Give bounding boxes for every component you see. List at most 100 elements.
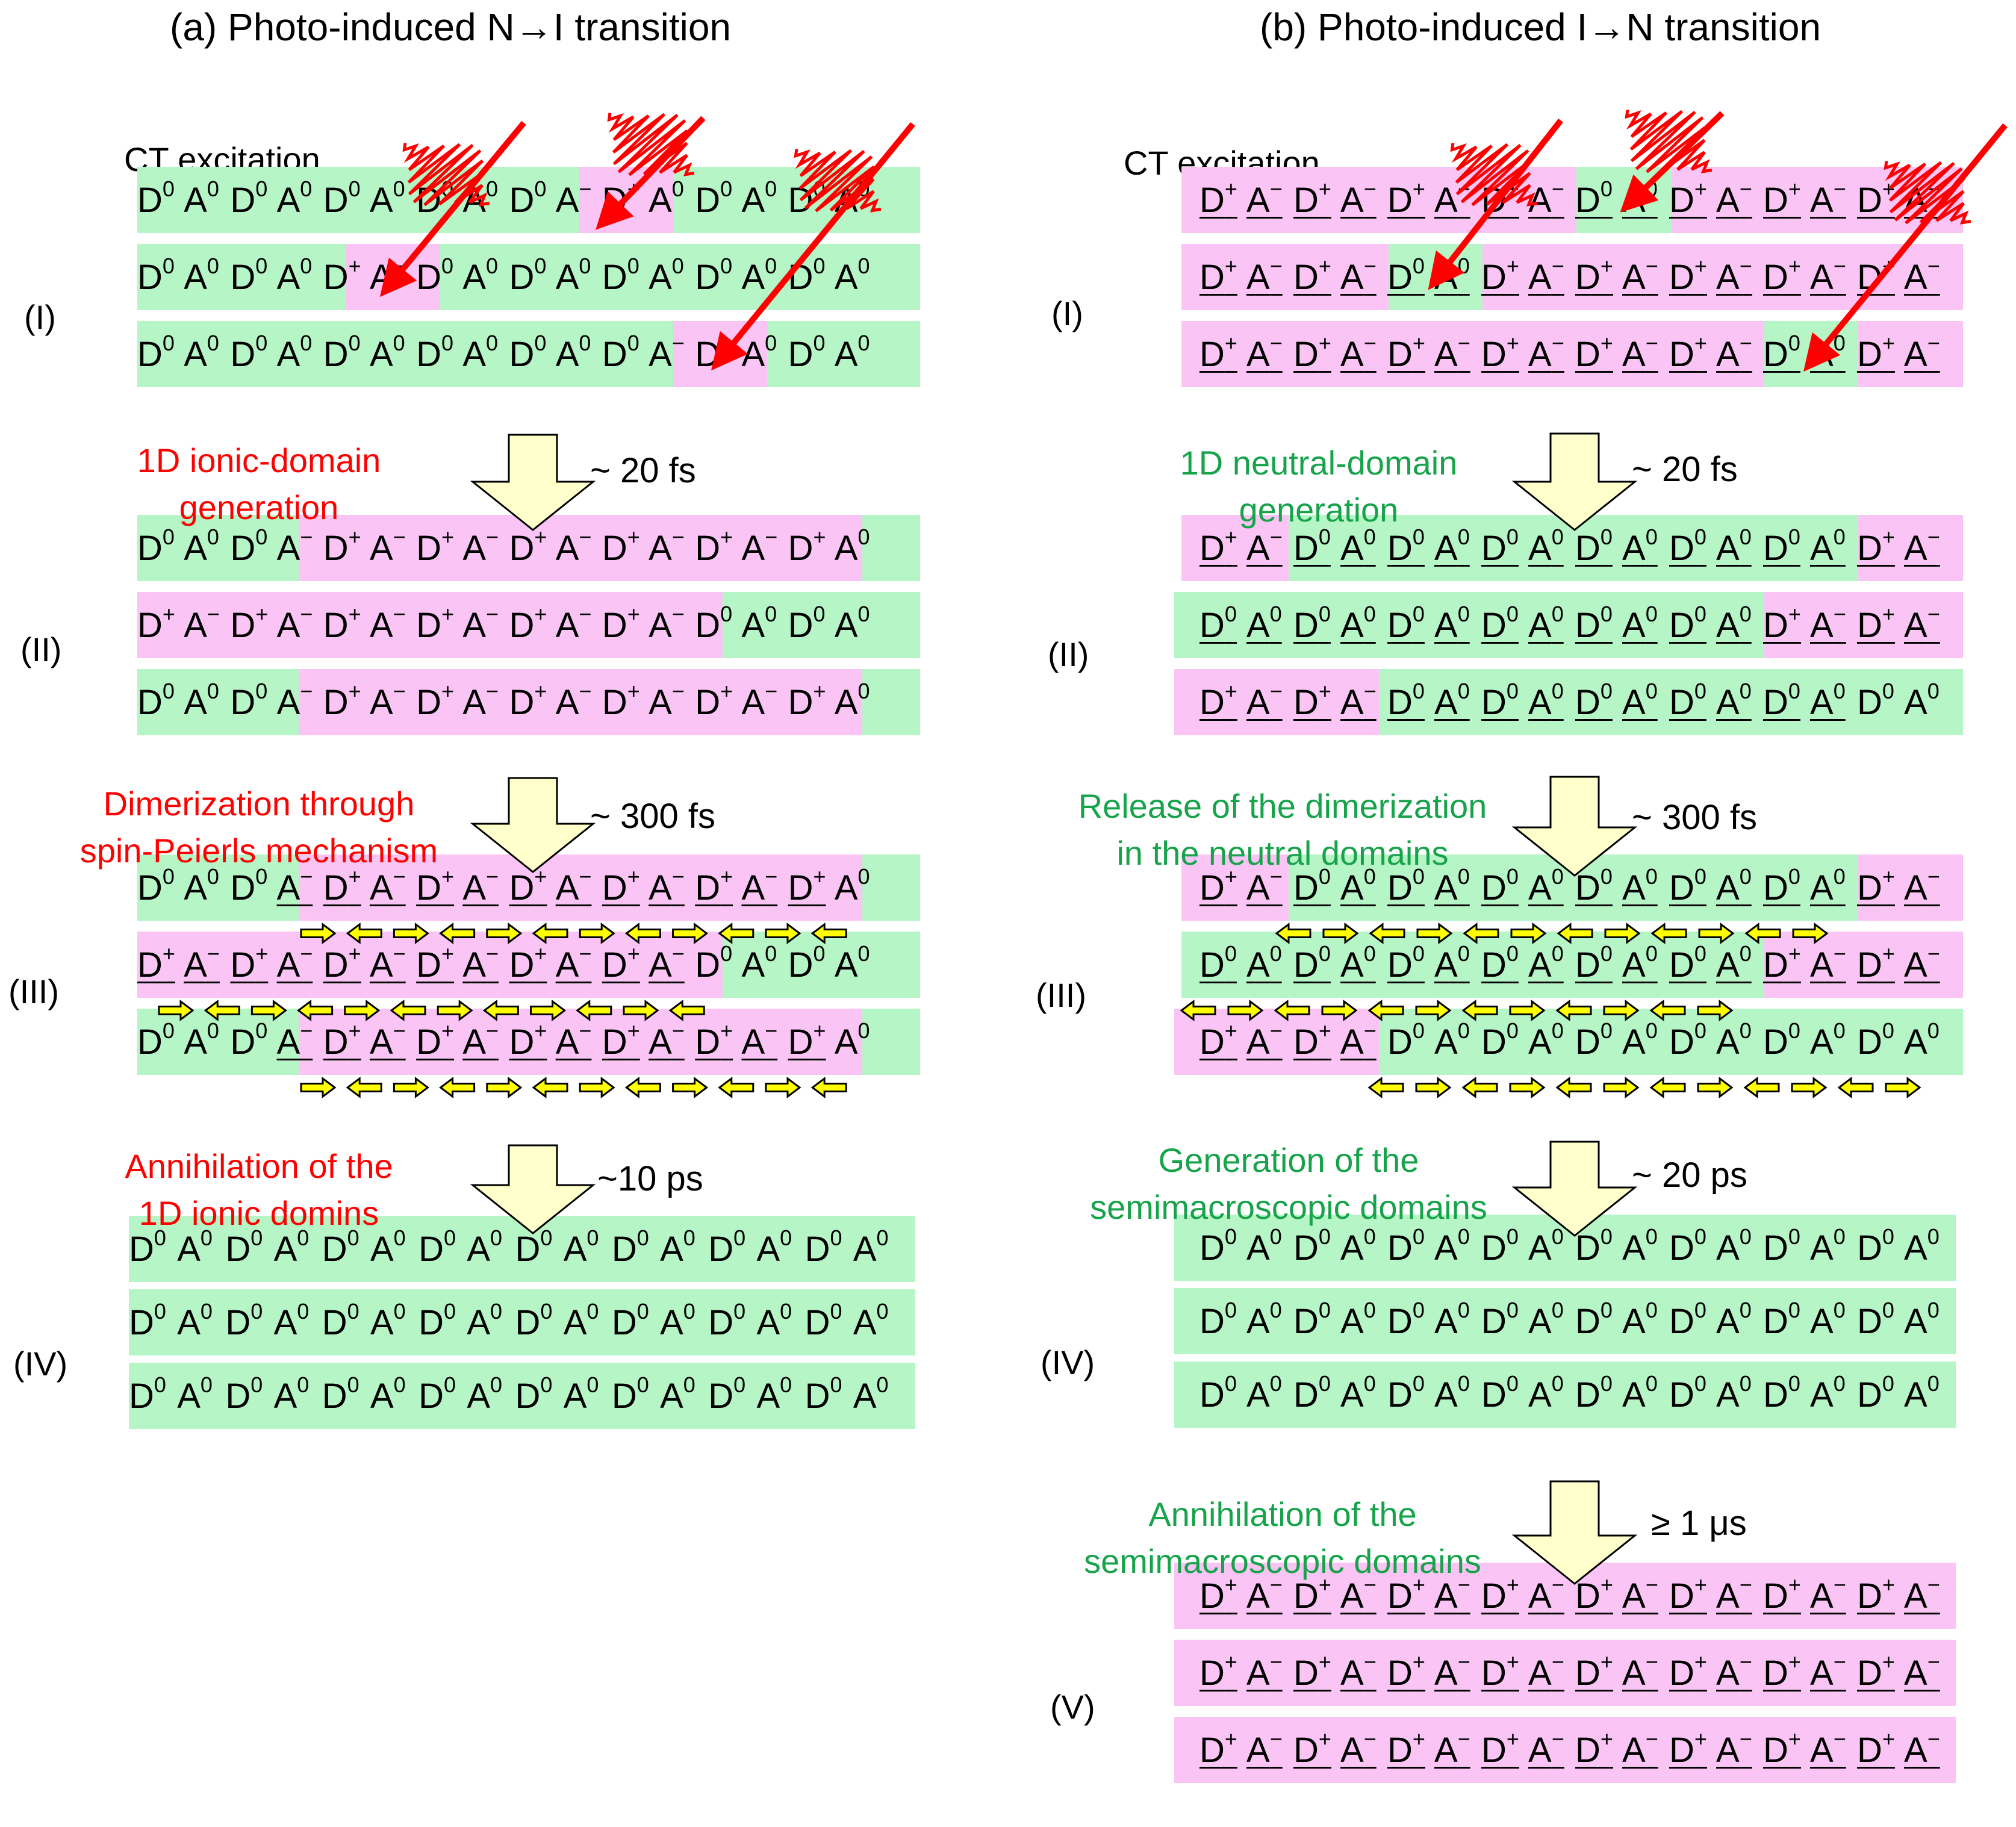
molecule-acceptor: A− [369, 678, 406, 722]
molecule-acceptor: A0 [555, 253, 591, 297]
panel-a-row-9-neutral-domain [129, 1216, 915, 1282]
molecule-donor: D+ [1857, 1572, 1895, 1616]
molecule-donor: D+ [1763, 941, 1801, 985]
molecule-donor: D0 [1575, 601, 1613, 645]
molecule-donor: D+ [1293, 176, 1331, 220]
molecule-donor: D+ [1293, 678, 1331, 722]
molecule-acceptor: A0 [1716, 941, 1752, 985]
molecule-acceptor: A0 [276, 176, 313, 220]
molecule-donor: D0 [418, 1225, 456, 1269]
molecule-donor: D+ [602, 601, 640, 645]
molecule-donor: D0 [1199, 941, 1237, 985]
molecule-donor: D+ [1199, 330, 1237, 374]
molecule-acceptor: A− [1904, 253, 1940, 297]
transition-arrow [470, 777, 596, 873]
molecule-acceptor: A− [649, 601, 685, 645]
molecule-donor: D0 [1293, 864, 1331, 907]
molecule-donor: D0 [695, 176, 733, 220]
dimerization-left-arrow [390, 1000, 426, 1021]
dimerization-left-arrow [718, 1077, 754, 1098]
panel-a-row-2-neutral-domain [767, 321, 920, 387]
molecule-donor: D0 [1199, 1297, 1237, 1341]
molecule-acceptor: A0 [660, 1372, 695, 1416]
molecule-acceptor: A0 [756, 1372, 792, 1416]
molecule-acceptor: A0 [834, 864, 870, 907]
molecule-acceptor: A0 [369, 330, 405, 374]
molecule-donor: D0 [1763, 678, 1800, 722]
molecule-acceptor: A0 [660, 1225, 695, 1269]
molecule-donor: D+ [1669, 1726, 1707, 1770]
molecule-donor: D0 [1575, 1018, 1613, 1062]
dimerization-left-arrow [1367, 1000, 1404, 1021]
molecule-donor: D0 [137, 524, 175, 568]
molecule-donor: D0 [695, 253, 733, 297]
molecule-donor: D0 [1575, 1297, 1613, 1341]
molecule-donor: D0 [129, 1298, 166, 1342]
molecule-acceptor: A− [555, 941, 592, 985]
molecule-donor: D+ [1857, 864, 1895, 907]
molecule-acceptor: A− [462, 524, 499, 568]
molecule-donor: D0 [1575, 941, 1613, 985]
molecule-donor: D0 [1481, 1371, 1519, 1415]
molecule-donor: D0 [1481, 601, 1519, 645]
molecule-donor: D+ [1199, 1649, 1237, 1693]
molecule-donor: D+ [1199, 1018, 1237, 1062]
panel-a-row-11-neutral-domain [129, 1363, 915, 1429]
molecule-acceptor: A− [1810, 176, 1846, 220]
molecule-donor: D0 [1293, 1297, 1331, 1341]
molecule-donor: D0 [1763, 330, 1800, 374]
molecule-donor: D0 [1387, 524, 1425, 568]
molecule-donor: D+ [416, 524, 455, 568]
panel-b-row-6-ionic-domain [1181, 854, 1289, 921]
molecule-donor: D+ [602, 1018, 640, 1062]
dimerization-right-arrow [1416, 923, 1453, 944]
molecule-donor: D+ [1293, 1018, 1331, 1062]
molecule-acceptor: A0 [1716, 1224, 1752, 1268]
dimerization-left-arrow [346, 1077, 382, 1098]
molecule-acceptor: A− [276, 864, 313, 907]
dimerization-left-arrow [1369, 923, 1405, 944]
dimerization-right-arrow [1321, 1000, 1358, 1021]
dimerization-right-arrow [250, 1000, 287, 1021]
molecule-donor: D+ [509, 678, 547, 722]
molecule-acceptor: A− [369, 941, 406, 985]
panel-b-sequence-row: D+A−D+A−D+A−D+A−D+A−D+A−D+A−D+A− [1199, 1563, 1951, 1629]
molecule-donor: D+ [416, 941, 455, 985]
panel-a-row-10-neutral-domain [129, 1289, 915, 1355]
molecule-acceptor: A0 [1340, 601, 1376, 645]
molecule-acceptor: A− [1340, 176, 1377, 220]
molecule-donor: D+ [137, 941, 175, 985]
dimerization-right-arrow [1697, 1000, 1734, 1021]
dimerization-right-arrow [393, 1077, 429, 1098]
stage-b-4: (IV) [1041, 1343, 1095, 1381]
molecule-donor: D+ [1763, 176, 1801, 220]
molecule-donor: D0 [602, 253, 639, 297]
molecule-acceptor: A0 [369, 176, 405, 220]
dimerization-left-arrow [1461, 1077, 1498, 1098]
molecule-donor: D+ [1763, 253, 1801, 297]
molecule-donor: D+ [230, 941, 269, 985]
molecule-donor: D+ [509, 524, 547, 568]
molecule-donor: D0 [708, 1225, 746, 1269]
molecule-acceptor: A− [741, 524, 778, 568]
molecule-acceptor: A0 [273, 1372, 310, 1416]
panel-b-row-2-ionic-domain [1181, 321, 1764, 387]
molecule-donor: D0 [788, 330, 826, 374]
molecule-acceptor: A0 [853, 1372, 889, 1416]
molecule-donor: D+ [695, 678, 733, 722]
molecule-acceptor: A− [741, 864, 778, 907]
stage-a-1: (I) [24, 298, 56, 336]
molecule-donor: D0 [1575, 524, 1613, 568]
molecule-acceptor: A0 [273, 1225, 310, 1269]
molecule-donor: D+ [509, 601, 547, 645]
molecule-donor: D0 [1575, 1371, 1613, 1415]
laser-arrow [711, 122, 915, 371]
molecule-donor: D+ [1763, 1726, 1801, 1770]
molecule-donor: D+ [509, 864, 547, 907]
molecule-acceptor: A0 [1622, 524, 1658, 568]
molecule-donor: D0 [1481, 1018, 1519, 1062]
molecule-donor: D0 [1481, 941, 1519, 985]
molecule-acceptor: A0 [660, 1298, 695, 1342]
molecule-acceptor: A0 [1434, 1018, 1470, 1062]
